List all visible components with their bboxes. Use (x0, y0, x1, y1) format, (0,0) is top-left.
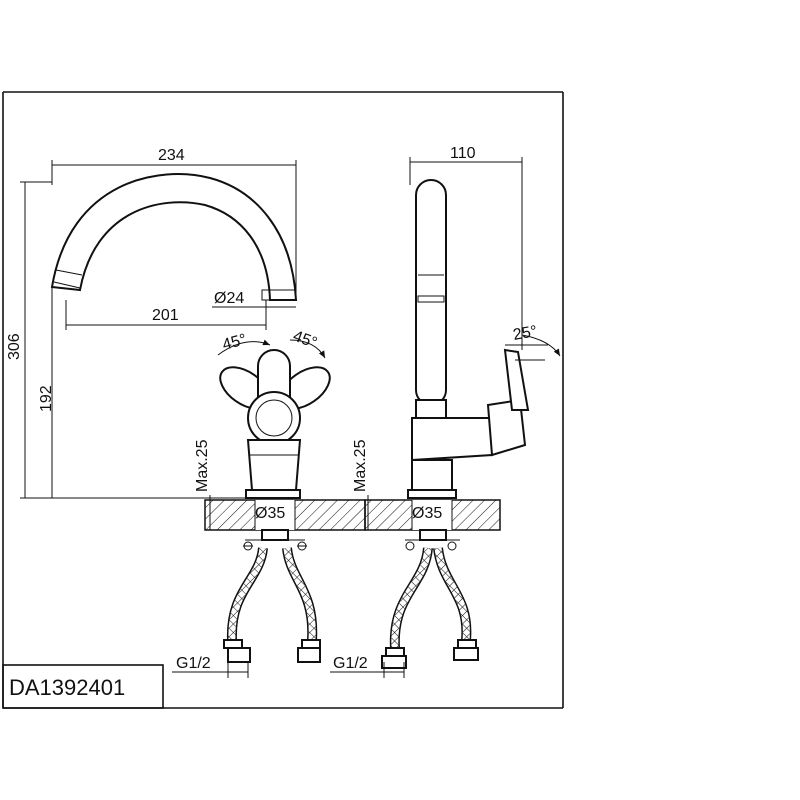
dim-depth: 110 (450, 145, 476, 162)
side-spout (415, 179, 447, 406)
dim-max-thickness: Max.25 (194, 439, 211, 492)
dim-hole-diameter: Ø35 (255, 505, 285, 522)
dim-spout-reach: 201 (152, 307, 179, 324)
dim-side-thread: G1/2 (333, 655, 368, 672)
side-lever (486, 398, 527, 457)
dim-overall-height: 306 (6, 333, 23, 360)
dim-angle-right: 45° (291, 328, 320, 352)
front-view (20, 160, 366, 678)
dim-thread: G1/2 (176, 655, 211, 672)
dim-angle-left: 45° (221, 331, 249, 354)
dim-side-hole-diameter: Ø35 (412, 505, 442, 522)
dim-overall-width: 234 (158, 147, 185, 164)
dim-lever-angle: 25° (512, 323, 539, 344)
dim-spout-height: 192 (38, 385, 55, 412)
faucet-body (246, 439, 302, 491)
dim-spout-diameter: Ø24 (214, 290, 244, 307)
model-code: DA1392401 (9, 675, 125, 700)
side-view (330, 157, 561, 678)
drawing-frame (2, 91, 564, 709)
spout (50, 173, 298, 301)
side-body (411, 417, 502, 462)
dim-side-max-thickness: Max.25 (352, 439, 369, 492)
